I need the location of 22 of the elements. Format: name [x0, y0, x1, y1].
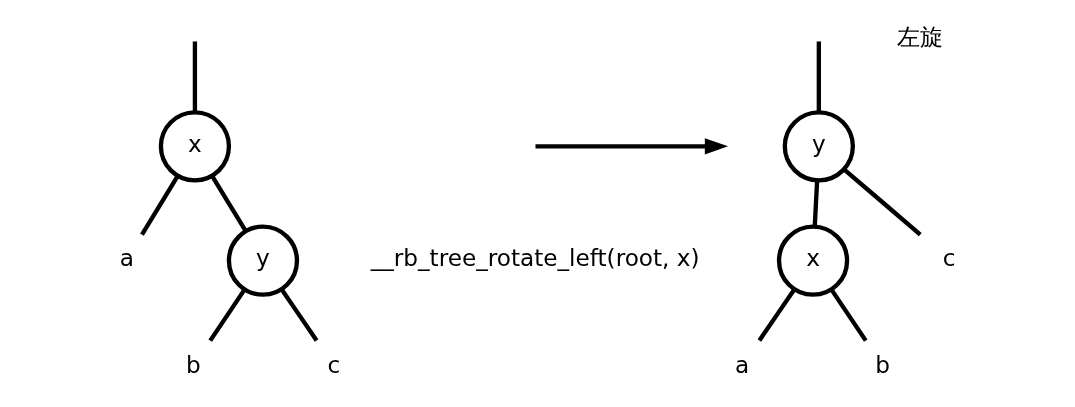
node-text: b [185, 351, 201, 378]
connector [209, 174, 248, 233]
connector [829, 288, 868, 342]
connector [757, 288, 796, 342]
node-circle: y [782, 110, 855, 183]
node-circle: y [226, 224, 299, 297]
node-text: c [327, 351, 340, 378]
connector [139, 174, 180, 236]
connector [207, 288, 246, 342]
node-text: a [119, 245, 134, 272]
connector [842, 168, 922, 237]
connector [812, 180, 819, 227]
node-text: c [942, 245, 955, 272]
connector [279, 288, 318, 342]
connector [192, 41, 197, 112]
node-text: a [734, 351, 749, 378]
node-circle: x [776, 224, 849, 297]
node-circle: x [158, 110, 231, 183]
label: __rb_tree_rotate_left(root, x) [370, 245, 700, 272]
label: 左旋 [896, 24, 943, 51]
node-text: b [874, 351, 890, 378]
connector [816, 41, 821, 112]
